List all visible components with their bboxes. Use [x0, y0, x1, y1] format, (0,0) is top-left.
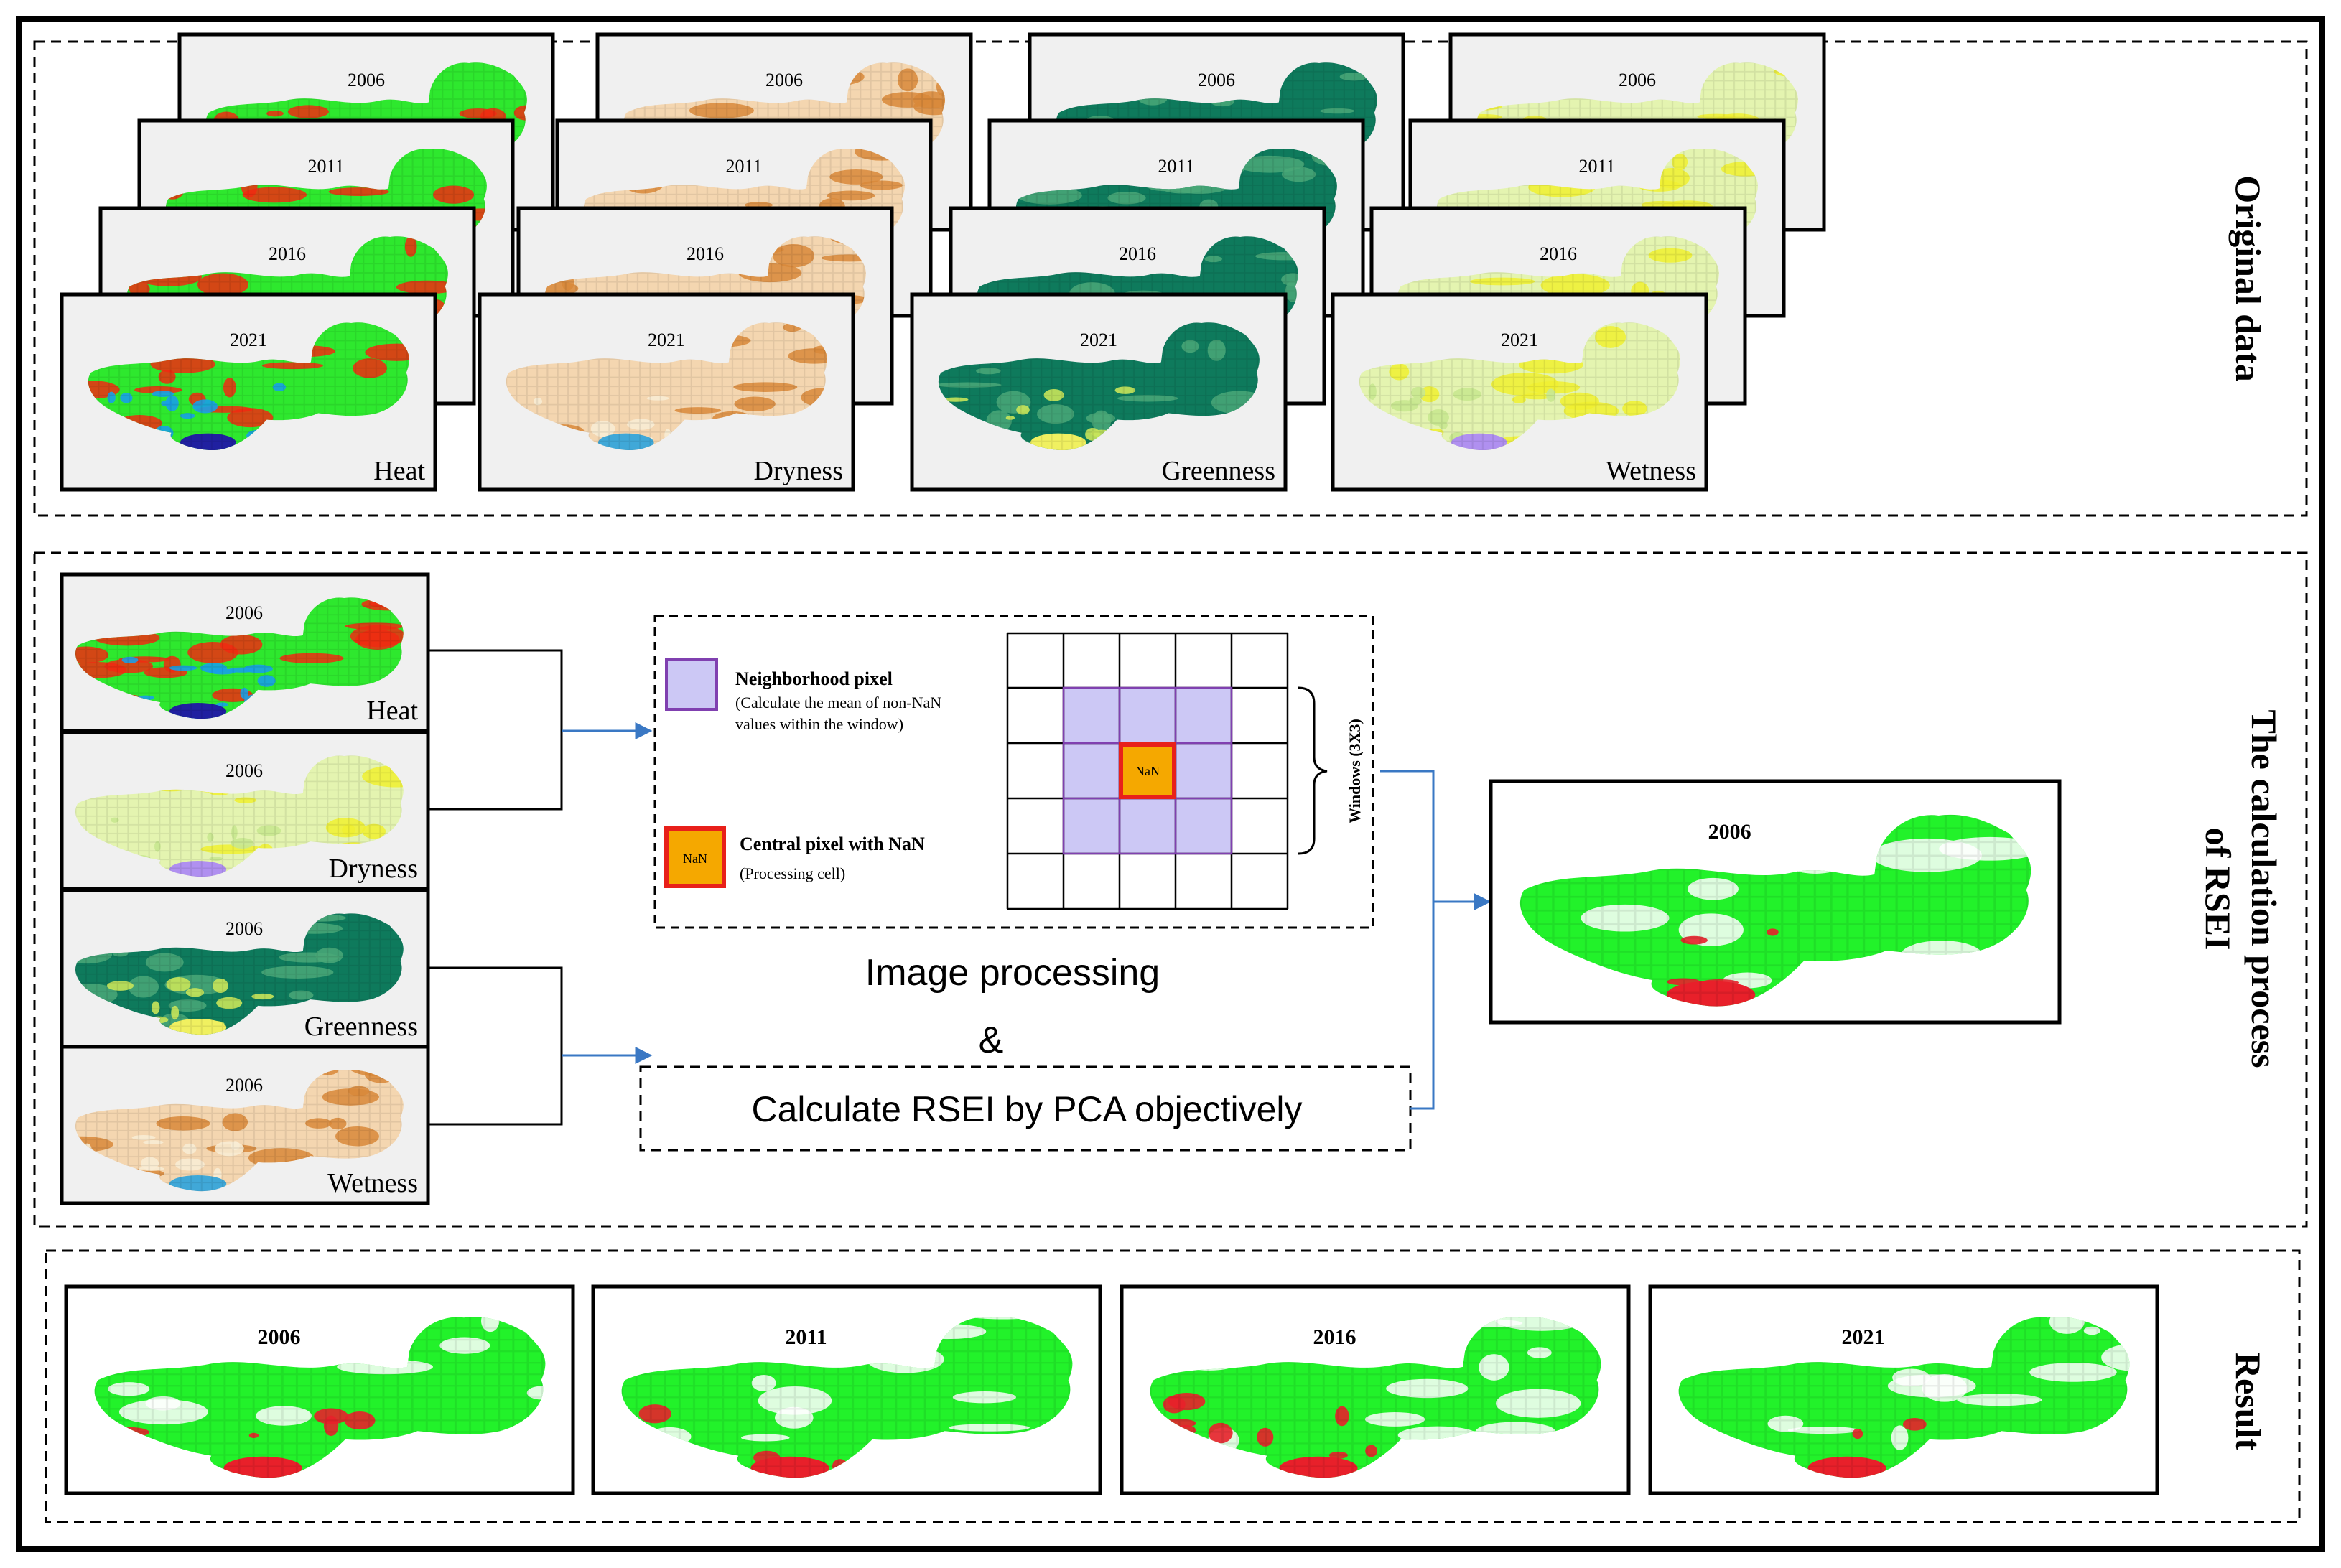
- rsei-year-label: 2006: [1708, 820, 1751, 844]
- central-pixel-swatch: [664, 826, 726, 888]
- original-map-year: 2016: [1540, 243, 1577, 264]
- neighborhood-pixel-swatch: [665, 658, 718, 711]
- calculation-title-line2: of RSEI: [2198, 828, 2238, 951]
- calculation-title-line1: The calculation process: [2244, 709, 2284, 1068]
- calc-input-year: 2006: [225, 918, 263, 939]
- original-map-year: 2011: [1578, 156, 1615, 177]
- ampersand-label: &: [979, 1019, 1004, 1061]
- original-data-section: [33, 40, 2308, 517]
- original-map-year: 2021: [648, 330, 685, 350]
- result-panel-2021: 2021: [1648, 1284, 2159, 1495]
- outer-frame: [16, 16, 2325, 1552]
- result-title: Result: [2228, 1353, 2268, 1450]
- calculation-input-stack: 2006Heat2006Dryness2006Greenness2006Wetn…: [60, 572, 430, 1205]
- original-data-title: Original data: [2228, 175, 2268, 382]
- result-panels: 2006 2011 2016 2021: [64, 1284, 2159, 1495]
- neighborhood-pixel-desc-1: (Calculate the mean of non-NaN: [735, 694, 941, 711]
- neighborhood-pixel-desc-2: values within the window): [735, 715, 903, 733]
- result-panel-2006: 2006: [64, 1284, 575, 1495]
- calculation-result-panel: 2006: [1489, 779, 2062, 1025]
- pca-label: Calculate RSEI by PCA objectively: [751, 1089, 1302, 1129]
- window-center-cell: [1119, 742, 1176, 799]
- central-pixel-swatch-label: NaN: [683, 851, 707, 866]
- original-map-year: 2011: [725, 156, 762, 177]
- result-panel-2016: 2016: [1120, 1284, 1631, 1495]
- original-map-year: 2006: [348, 70, 385, 90]
- merge-connectors: [1380, 770, 1491, 1110]
- result-section: [45, 1249, 2301, 1523]
- original-map-year: 2006: [1619, 70, 1656, 90]
- original-map-year: 2021: [1080, 330, 1117, 350]
- central-pixel-desc: (Processing cell): [740, 864, 845, 882]
- rsei-year-label: 2021: [1842, 1325, 1885, 1349]
- calc-input-year: 2006: [225, 760, 263, 781]
- original-map-year: 2016: [687, 243, 724, 264]
- rsei-year-label: 2006: [258, 1325, 301, 1349]
- input-connectors: [428, 649, 653, 1126]
- calculation-section: [33, 551, 2308, 1228]
- calc-input-label: Heat: [366, 696, 418, 726]
- original-map-year: 2011: [1158, 156, 1194, 177]
- original-stack-label: Greenness: [1162, 456, 1275, 486]
- original-map-year: 2006: [1198, 70, 1235, 90]
- original-map-year: 2016: [1119, 243, 1156, 264]
- calc-input-year: 2006: [225, 1075, 263, 1096]
- window-center-nan: NaN: [1135, 764, 1160, 778]
- window-size-label: Windows (3X3): [1346, 719, 1364, 823]
- calc-input-year: 2006: [225, 602, 263, 623]
- original-stack-label: Wetness: [1606, 456, 1696, 486]
- original-map-year: 2011: [307, 156, 344, 177]
- rsei-year-label: 2016: [1313, 1325, 1356, 1349]
- calc-input-label: Wetness: [327, 1168, 418, 1198]
- result-panel-2011: 2011: [591, 1284, 1102, 1495]
- rsei-year-label: 2011: [785, 1325, 827, 1349]
- original-stack-label: Dryness: [753, 456, 843, 486]
- calc-input-label: Greenness: [304, 1012, 418, 1042]
- original-map-year: 2006: [765, 70, 803, 90]
- calc-input-label: Dryness: [328, 854, 418, 884]
- original-map-year: 2021: [230, 330, 267, 350]
- window-processing-box: Neighborhood pixel (Calculate the mean o…: [653, 615, 1374, 929]
- original-map-year: 2016: [269, 243, 306, 264]
- original-map-year: 2021: [1501, 330, 1538, 350]
- window-brace: [1298, 686, 1328, 855]
- original-stack-label: Heat: [373, 456, 425, 486]
- neighborhood-pixel-title: Neighborhood pixel: [735, 668, 893, 689]
- window-grid: NaN: [1006, 632, 1289, 910]
- image-processing-label: Image processing: [865, 952, 1160, 994]
- central-pixel-title: Central pixel with NaN: [740, 834, 925, 854]
